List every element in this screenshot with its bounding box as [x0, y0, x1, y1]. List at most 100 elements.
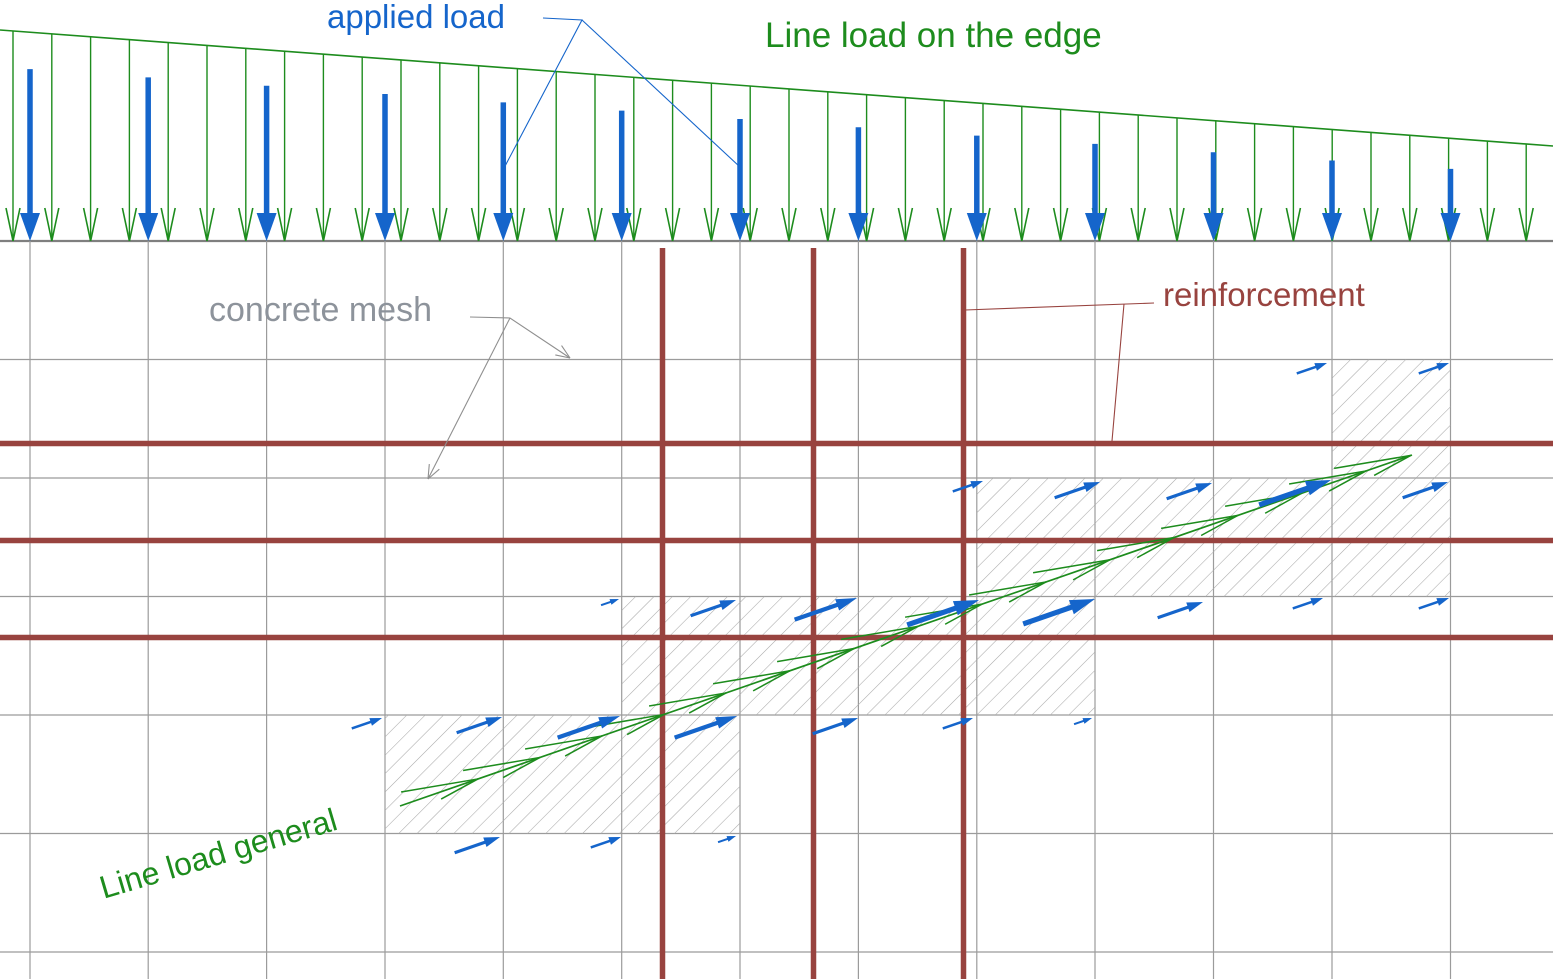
edge-load-arrow [1363, 132, 1379, 242]
edge-load-arrow [199, 45, 215, 242]
field-arrow [456, 717, 502, 735]
edge-load-arrow [587, 74, 603, 242]
field-arrow [1418, 598, 1449, 610]
applied-load-arrow [1440, 168, 1461, 241]
general-line-load [399, 454, 1413, 807]
field-arrow [1022, 599, 1095, 627]
edge-load-arrow [664, 80, 681, 242]
field-arrow [590, 837, 621, 849]
applied-load-arrow [256, 85, 277, 241]
field-arrow [690, 600, 736, 618]
field-arrow [906, 600, 979, 628]
field-arrow [673, 716, 737, 740]
general-load-arrowhead [648, 692, 727, 714]
field-arrow [1258, 480, 1331, 508]
edge-load-arrow [820, 91, 836, 242]
general-load-arrowhead [968, 581, 1047, 603]
hatch-region [976, 478, 1451, 597]
edge-load-arrow [238, 48, 254, 242]
edge-load-arrow [1130, 115, 1146, 242]
edge-load-arrow [470, 65, 487, 242]
edge-load-arrow [82, 36, 99, 242]
field-arrow [1296, 363, 1327, 375]
edge-load-arrow [1052, 109, 1069, 242]
reinforcement-leader [964, 302, 1155, 442]
edge-load-arrow [432, 62, 448, 242]
concrete-mesh-leader [427, 316, 571, 480]
edge-load-arrow [393, 59, 409, 242]
applied-load-arrow [20, 69, 40, 241]
field-arrow [717, 836, 736, 844]
general-load-arrowhead [1288, 470, 1367, 492]
general-load-arrowhead [1333, 454, 1412, 477]
applied-load-arrow [1085, 143, 1105, 241]
general-load-line [399, 454, 1413, 807]
general-load-arrowhead [586, 713, 665, 736]
general-load-arrowhead [524, 735, 603, 757]
label-concrete-mesh: concrete mesh [209, 291, 432, 329]
edge-load-arrow [5, 30, 21, 242]
edge-load-arrow [276, 51, 293, 242]
applied-load-arrow [730, 118, 750, 241]
edge-load-arrow [1479, 141, 1496, 242]
field-arrows [351, 363, 1449, 855]
applied-load-arrow [1203, 152, 1224, 241]
hatch-region [1332, 359, 1451, 478]
edge-load-arrow [936, 100, 952, 242]
edge-load-arrow [354, 57, 370, 242]
edge-load-top-line [0, 29, 1553, 147]
field-arrow [1073, 718, 1092, 726]
edge-load-arrow [1518, 143, 1534, 242]
edge-line-load [0, 29, 1553, 242]
edge-load-arrow [1402, 135, 1418, 242]
edge-load-arrow [548, 71, 564, 242]
field-arrow [600, 599, 619, 607]
field-arrow [812, 718, 858, 736]
field-arrow [1402, 482, 1448, 500]
edge-load-arrow [315, 54, 332, 242]
general-load-arrowhead [1160, 514, 1239, 537]
label-applied-load: applied load [327, 0, 505, 35]
field-arrow [793, 598, 857, 622]
applied-load-arrow [375, 94, 395, 241]
edge-load-arrow [121, 39, 138, 242]
general-load-arrowhead [776, 647, 855, 670]
label-line-load-edge: Line load on the edge [765, 16, 1102, 55]
field-arrow [1054, 482, 1100, 500]
edge-load-arrow [703, 83, 720, 242]
label-reinforcement: reinforcement [1163, 276, 1365, 313]
general-load-arrowhead [840, 625, 919, 648]
applied-load-arrow [138, 77, 159, 241]
edge-load-arrow [897, 97, 914, 242]
general-load-arrowhead [400, 778, 479, 800]
general-load-arrowhead [462, 756, 541, 779]
applied-load-arrow [493, 102, 514, 241]
field-arrow [1292, 598, 1323, 610]
edge-load-arrow [44, 33, 60, 242]
general-load-arrowhead [1096, 536, 1175, 559]
field-arrow [351, 718, 382, 730]
applied-load-arrows [20, 69, 1461, 241]
hatch-region [621, 596, 1095, 715]
applied-load-arrow [966, 135, 987, 241]
edge-load-arrow [1285, 126, 1302, 242]
edge-load-arrow [1246, 123, 1263, 242]
general-load-arrowhead [1032, 559, 1111, 581]
field-arrow [454, 837, 500, 855]
edge-load-arrow [1169, 117, 1185, 242]
applied-load-arrow [611, 110, 632, 241]
edge-load-arrow [160, 42, 176, 242]
applied-load-leader [502, 17, 741, 171]
field-arrow [1418, 363, 1449, 375]
edge-load-arrow [781, 88, 797, 242]
field-arrow [556, 716, 620, 740]
field-arrow [952, 481, 983, 493]
applied-load-arrow [1322, 160, 1342, 241]
edge-load-arrow [1014, 106, 1030, 242]
general-load-arrowhead [712, 669, 791, 692]
field-arrow [942, 718, 973, 730]
field-arrow [1166, 483, 1212, 501]
applied-load-arrow [848, 127, 869, 241]
